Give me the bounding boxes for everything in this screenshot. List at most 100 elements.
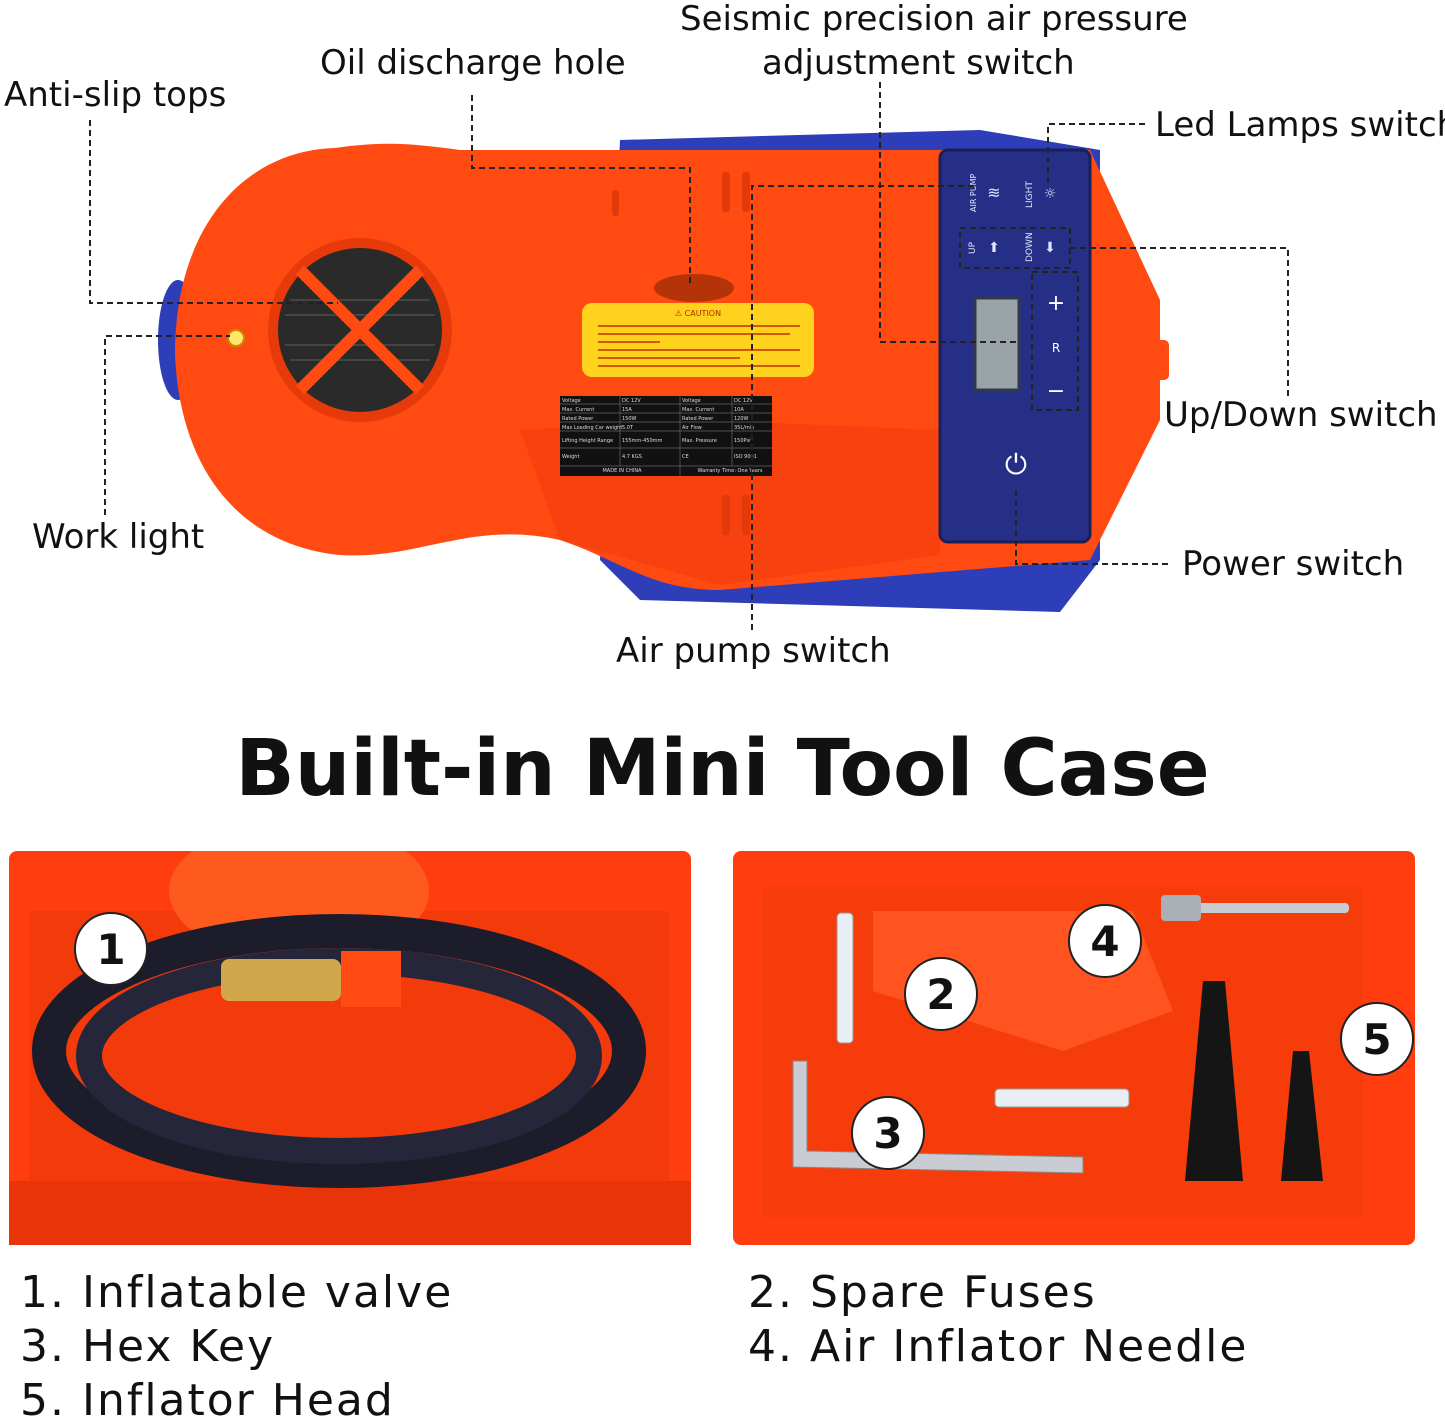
inflator-needle [1163, 903, 1349, 913]
legend-item-air-inflator-needle: 4. Air Inflator Needle [748, 1321, 1249, 1372]
label-up-down-switch: Up/Down switch [1164, 395, 1438, 435]
leader-updown [1070, 247, 1289, 400]
caution-title: ⚠ CAUTION [675, 309, 721, 318]
label-air-pump-switch: Air pump switch [616, 631, 891, 671]
legend-left: 1. Inflatable valve 3. Hex Key 5. Inflat… [20, 1266, 453, 1428]
light-icon: ☼ [1044, 186, 1057, 202]
seismic-box [1031, 271, 1079, 411]
label-seismic-line2: adjustment switch [762, 43, 1075, 83]
spec-cell: DC 12V [622, 398, 641, 404]
caution-lines [598, 325, 800, 367]
leader-led [1047, 123, 1145, 182]
tool-case-left-photo: 1 [9, 851, 691, 1245]
spec-cell: Max. Current [562, 407, 594, 413]
badge-2: 2 [926, 970, 955, 1019]
spec-cell: 4.7 KGS [622, 454, 642, 460]
panel-reset: R [1052, 341, 1060, 355]
spec-cell: 120W [734, 416, 749, 422]
leader-seismic [879, 82, 1018, 343]
spec-footer-left: MADE IN CHINA [602, 468, 642, 474]
spare-fuse-vertical [836, 912, 854, 1044]
spec-table: Voltage DC 12V Voltage DC 12V Max. Current 15… [560, 396, 772, 476]
label-power-switch: Power switch [1182, 544, 1405, 584]
label-oil-discharge-hole: Oil discharge hole [320, 43, 626, 83]
spec-cell: Rated Power [562, 416, 594, 422]
spec-cell: 150Psi [734, 438, 750, 444]
spec-cell: Max. Pressure [682, 438, 717, 444]
lcd-display [973, 296, 1021, 392]
down-arrow-icon: ⬇ [1044, 240, 1056, 256]
hex-key [792, 1060, 1084, 1174]
spec-cell: Rated Power [682, 416, 714, 422]
panel-plus: + [1047, 291, 1065, 316]
leader-oil-hole [471, 95, 691, 285]
section-title: Built-in Mini Tool Case [235, 724, 1210, 814]
badge-3-circle [851, 1096, 925, 1170]
panel-air-pump-label: AIR PUMP [969, 173, 978, 212]
air-hose-inner [76, 948, 602, 1164]
jack-diagram: ⚠ CAUTION Voltage DC 12V Voltage DC 12V Max.… [89, 82, 1289, 630]
leader-anti-slip [89, 120, 338, 304]
spare-fuse-horizontal [994, 1088, 1130, 1108]
badge-5: 5 [1362, 1015, 1391, 1064]
badge-4: 4 [1090, 917, 1119, 966]
inflator-head-tall [1185, 981, 1243, 1181]
inflator-head-short [1281, 1051, 1323, 1181]
legend-item-inflator-head: 5. Inflator Head [20, 1375, 395, 1426]
spec-cell: 150W [622, 416, 637, 422]
badge-1-circle [74, 912, 148, 986]
right-nub [1155, 340, 1169, 380]
panel-minus: − [1047, 379, 1065, 404]
power-icon: ⏻ [1005, 448, 1027, 481]
anti-slip-cross [295, 265, 425, 395]
spec-cell: Air Flow [682, 425, 702, 431]
spec-cell: Voltage [682, 398, 701, 404]
label-work-light: Work light [32, 517, 205, 557]
legend-right: 2. Spare Fuses 4. Air Inflator Needle [748, 1266, 1248, 1374]
leader-lines [89, 82, 1289, 630]
badge-4-circle [1068, 904, 1142, 978]
tool-case-right-photo: 2 3 4 5 [733, 851, 1415, 1245]
legend-item-hex-key: 3. Hex Key [20, 1321, 276, 1372]
spec-cell: Weight [562, 454, 579, 460]
spec-cell: Lifting Height Range [562, 438, 613, 444]
badge-2-circle [904, 957, 978, 1031]
spec-cell: 10A [734, 407, 744, 413]
legend-item-spare-fuses: 2. Spare Fuses [748, 1267, 1097, 1318]
spec-cell: 15A [622, 407, 632, 413]
leader-air-pump [751, 185, 975, 630]
air-pump-icon: ≋ [987, 183, 1000, 202]
badge-3: 3 [873, 1109, 902, 1158]
spec-footer-right: Warranty Time: One Years [698, 468, 763, 474]
spec-cell: Max. Current [682, 407, 714, 413]
work-light-lamp [227, 329, 245, 347]
badge-1: 1 [96, 925, 125, 974]
air-hose-outer [32, 914, 646, 1188]
spec-cell: Voltage [562, 398, 581, 404]
valve-clip [341, 951, 401, 1007]
leader-power [1015, 490, 1170, 565]
spec-cell: 5.0T [622, 425, 634, 431]
leader-work-light [104, 335, 230, 515]
badge-5-circle [1340, 1002, 1414, 1076]
case-floor [9, 1181, 691, 1245]
label-seismic-line1: Seismic precision air pressure [680, 0, 1188, 39]
spec-cell: Max Loading Car weight [562, 425, 622, 431]
spec-cell: 35L/min [734, 425, 754, 431]
body-ribs [612, 172, 750, 535]
spec-cell: DC 12V [734, 398, 753, 404]
label-led-lamps-switch: Led Lamps switch [1155, 105, 1445, 145]
needle-spring [1161, 895, 1201, 921]
brass-valve [221, 959, 341, 1001]
anti-slip-texture [285, 299, 435, 361]
spec-cell: ISO 9001 [734, 454, 757, 460]
up-arrow-icon: ⬆ [988, 240, 1000, 256]
legend-item-inflatable-valve: 1. Inflatable valve [20, 1267, 454, 1318]
label-anti-slip-tops: Anti-slip tops [4, 75, 227, 115]
panel-light-label: LIGHT [1025, 181, 1035, 208]
oil-discharge-hole [654, 274, 734, 302]
spec-cell: 155mm-450mm [622, 438, 663, 444]
spec-cell: CE [682, 454, 689, 460]
panel-up-label: UP [968, 241, 978, 254]
panel-down-label: DOWN [1025, 232, 1035, 262]
